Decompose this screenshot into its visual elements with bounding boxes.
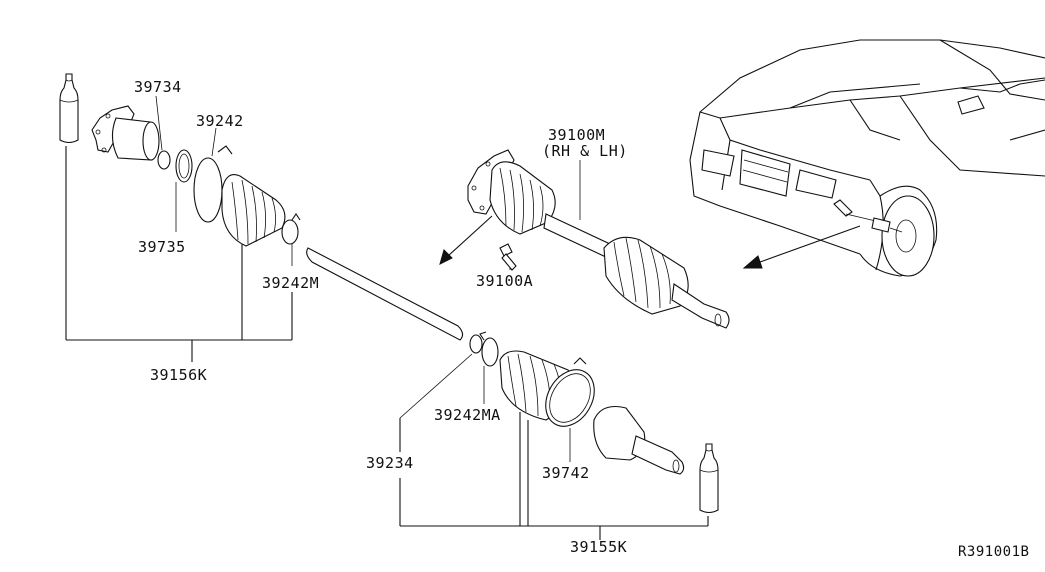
drive-shaft — [306, 247, 464, 341]
label-39242MA: 39242MA — [434, 406, 501, 424]
leader-lines-left — [65, 95, 293, 362]
boot-band-39242MA — [479, 331, 499, 367]
boot-band-39742 — [545, 357, 595, 427]
label-39100A: 39100A — [476, 272, 533, 290]
boot-band-39242M — [281, 213, 301, 245]
ring-39734 — [157, 150, 171, 170]
label-39155K: 39155K — [570, 538, 627, 556]
label-39742: 39742 — [542, 464, 590, 482]
vehicle-illustration — [689, 39, 1045, 277]
grease-tube-right — [699, 443, 719, 514]
label-39242M: 39242M — [262, 274, 319, 292]
ring-39242MA-small — [469, 334, 483, 354]
label-39156K: 39156K — [150, 366, 207, 384]
label-39242: 39242 — [196, 112, 244, 130]
label-39735: 39735 — [138, 238, 186, 256]
label-39234: 39234 — [366, 454, 414, 472]
boot-band-39242 — [193, 145, 233, 223]
reference-code: R391001B — [958, 544, 1029, 560]
grease-tube-left — [59, 73, 79, 144]
label-39734: 39734 — [134, 78, 182, 96]
direction-arrow-2 — [742, 225, 861, 269]
label-39100M-side: (RH & LH) — [542, 142, 628, 160]
inner-boot — [221, 174, 286, 247]
leader-lines-lower — [399, 353, 709, 540]
label-39100M: 39100M — [548, 126, 605, 144]
inner-joint-housing — [91, 105, 160, 161]
direction-arrow-1 — [439, 215, 493, 265]
bolt-39100A — [499, 243, 517, 271]
outer-joint — [593, 405, 685, 475]
snap-ring-39735 — [175, 149, 193, 183]
drive-shaft-assembly-39100M — [467, 149, 730, 329]
